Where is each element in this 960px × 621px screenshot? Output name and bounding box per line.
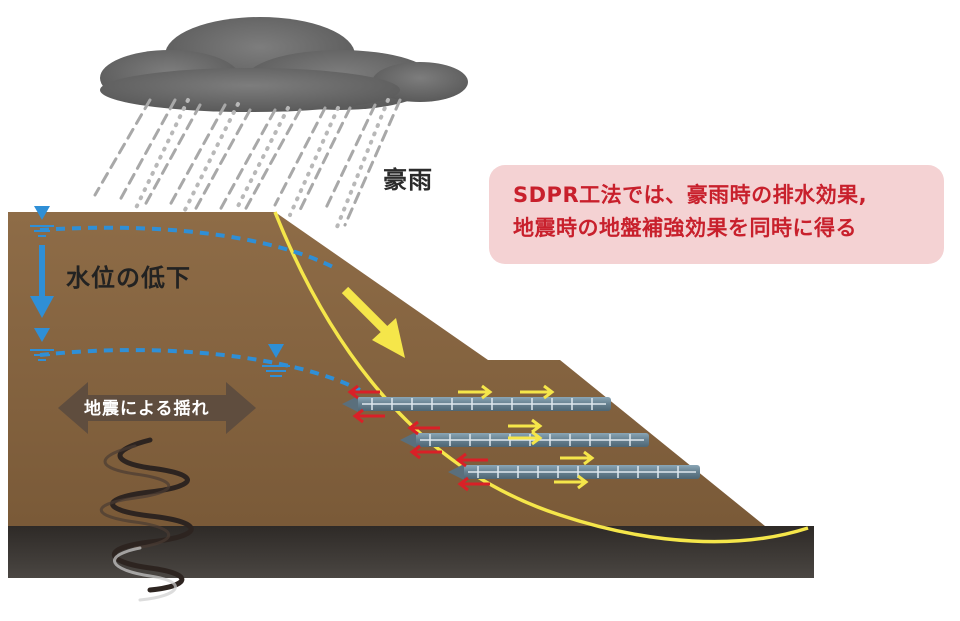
cloud-icon bbox=[100, 17, 468, 112]
water-level-marker-icon bbox=[30, 206, 54, 237]
callout-line-1: SDPR工法では、豪雨時の排水効果, bbox=[513, 183, 868, 207]
soil-embankment bbox=[8, 212, 765, 526]
drain-pipe-icon bbox=[448, 464, 700, 480]
slip-line bbox=[273, 211, 809, 544]
callout-line-2: 地震時の地盤補強効果を同時に得る bbox=[513, 216, 857, 240]
down-arrow-icon bbox=[30, 245, 54, 318]
rain-streaks bbox=[93, 98, 402, 227]
earthquake-shaking-label: 地震による揺れ bbox=[84, 399, 210, 419]
rain-dots bbox=[133, 98, 390, 234]
drain-pipe-icon bbox=[342, 396, 611, 412]
drain-pipes bbox=[342, 396, 700, 480]
heavy-rain-label: 豪雨 bbox=[383, 166, 433, 194]
method-callout-box: SDPR工法では、豪雨時の排水効果, 地震時の地盤補強効果を同時に得る bbox=[489, 165, 944, 264]
water-level-line-upper bbox=[39, 225, 336, 270]
double-arrow-icon bbox=[58, 382, 256, 434]
reaction-arrows bbox=[347, 384, 490, 492]
flow-arrow-icon bbox=[341, 286, 405, 358]
water-level-drop-label: 水位の低下 bbox=[66, 264, 191, 292]
water-level-marker-icon bbox=[262, 344, 290, 377]
drain-pipe-icon bbox=[400, 432, 649, 448]
water-level-line-lower bbox=[39, 348, 361, 392]
seismic-wave-icon bbox=[100, 437, 194, 602]
water-level-marker-icon bbox=[30, 328, 54, 361]
outflow-arrows bbox=[458, 384, 595, 490]
